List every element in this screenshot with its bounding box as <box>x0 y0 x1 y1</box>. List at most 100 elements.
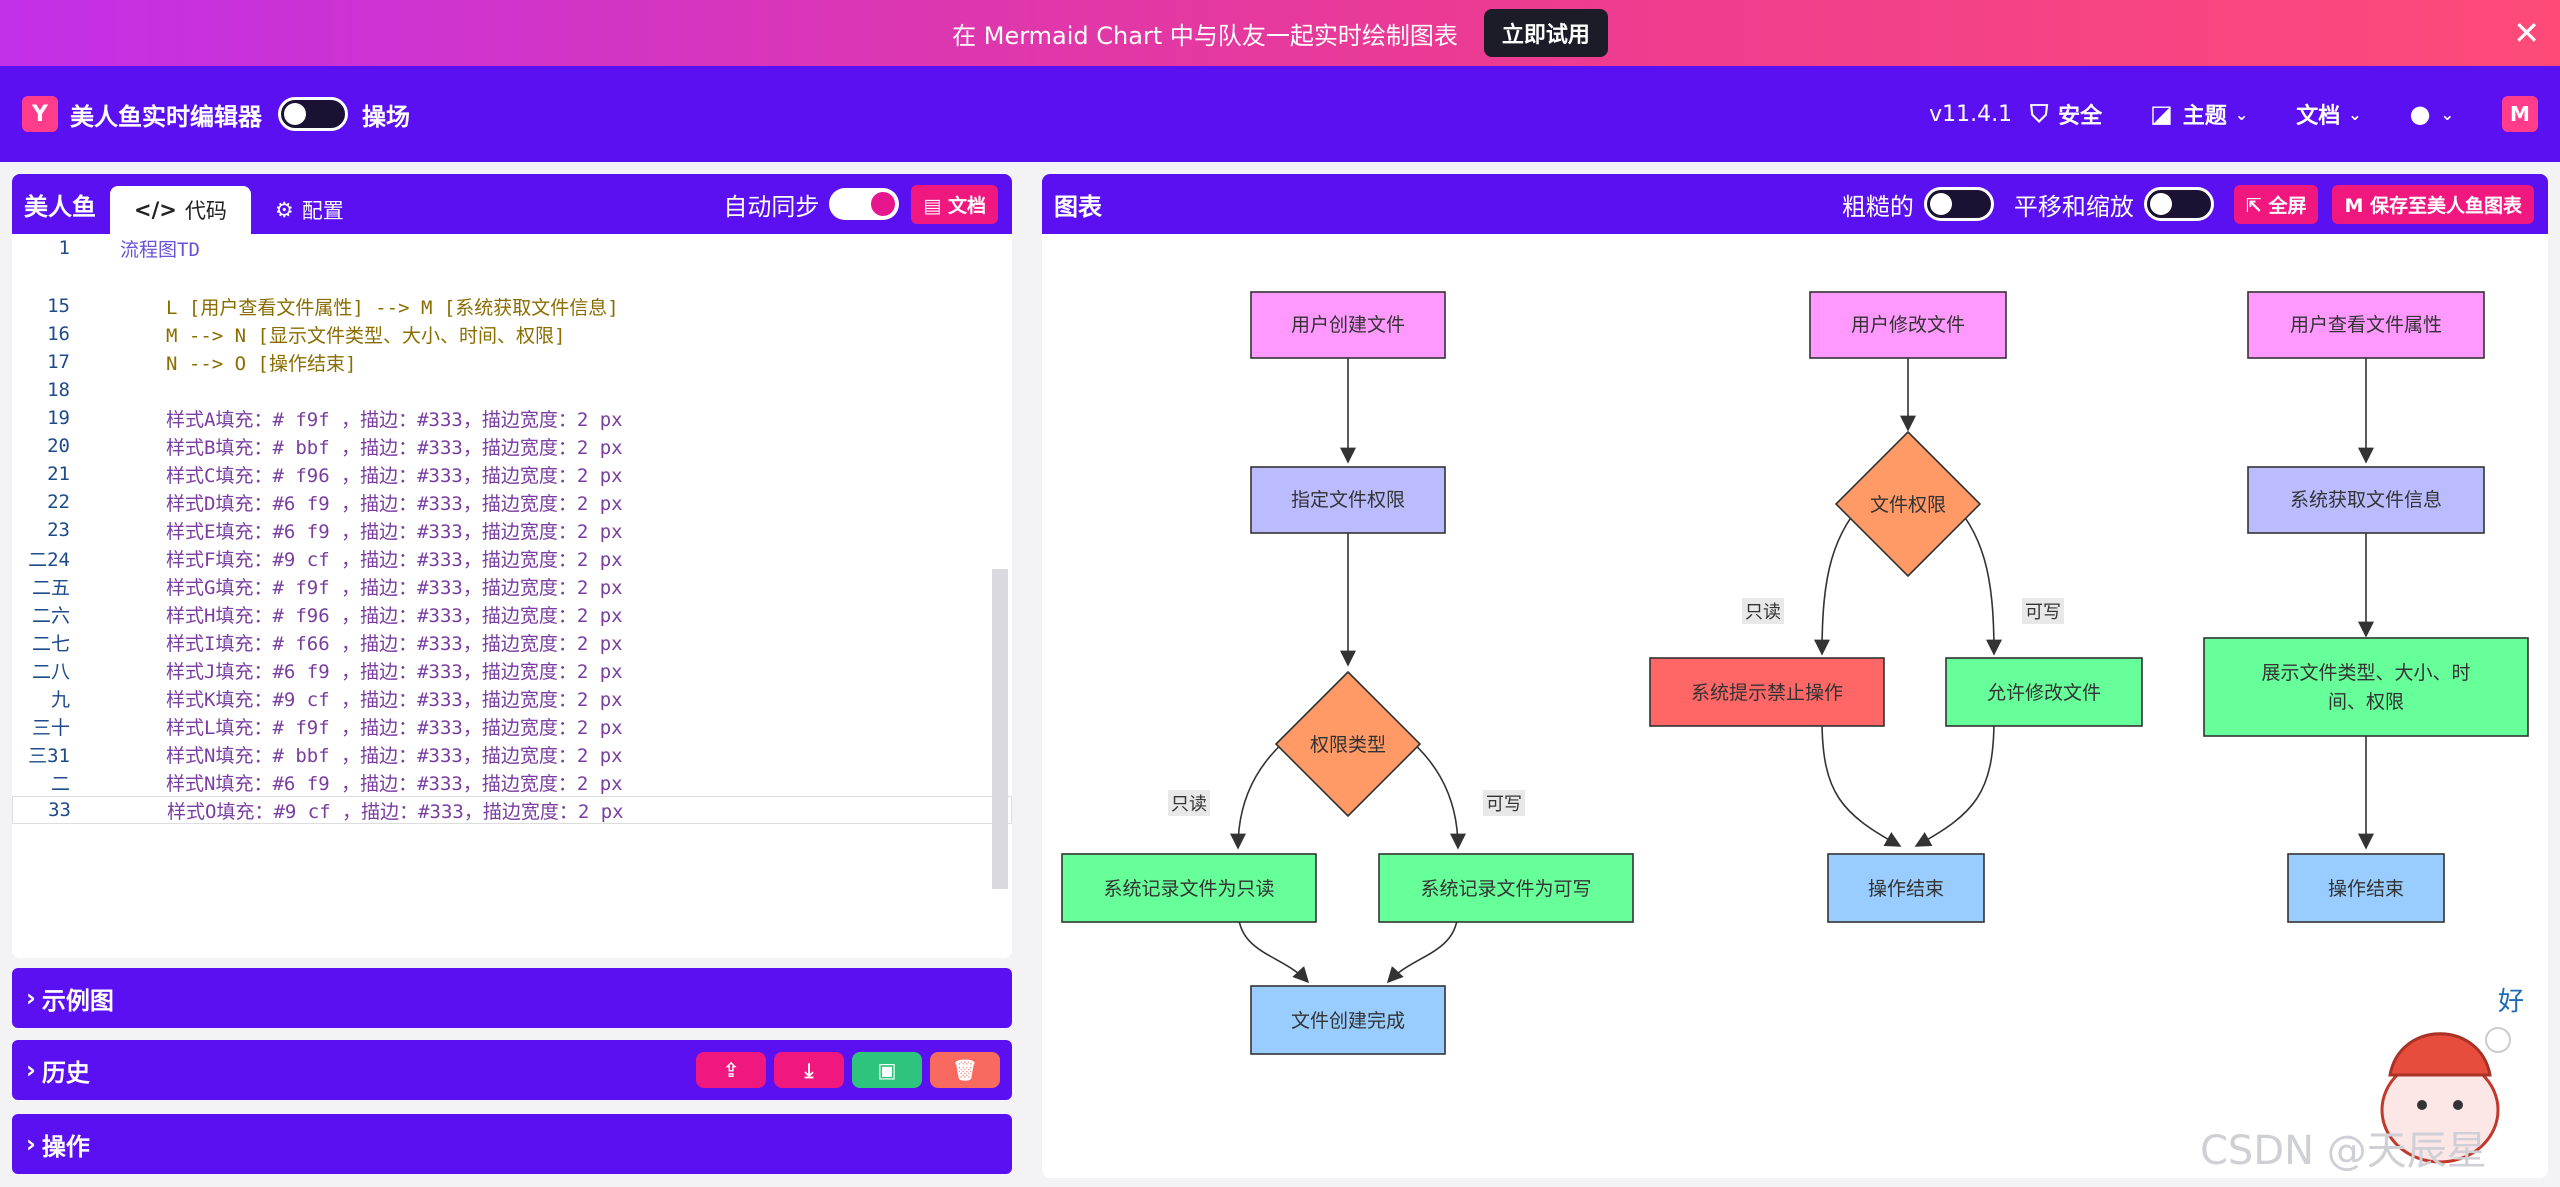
line-number: 16 <box>47 323 70 345</box>
tab-config[interactable]: ⚙配置 <box>274 198 344 223</box>
edge-label: 可写 <box>1486 794 1522 815</box>
github-menu[interactable]: ●⌄ <box>2410 100 2454 128</box>
history-panel[interactable]: › 历史 ⇪ ⤓ ▣ 🗑 <box>12 1040 1012 1100</box>
code-line[interactable]: 二七样式I填充：# f66 ，描边：#333，描边宽度：2 px <box>12 628 1012 656</box>
line-number: 二五 <box>31 576 70 599</box>
node-label: 系统提示禁止操作 <box>1691 682 1843 704</box>
gear-icon: ⚙ <box>274 198 294 222</box>
code-line[interactable]: 16 M --> N [显示文件类型、大小、时间、权限] <box>12 320 1012 348</box>
code-line[interactable]: 二五样式G填充：# f9f ，描边：#333，描边宽度：2 px <box>12 572 1012 600</box>
upload-icon: ⇪ <box>722 1058 740 1082</box>
app-title: 美人鱼实时编辑器 <box>70 102 262 131</box>
node <box>2203 637 2529 737</box>
mermaid-chart-icon: M <box>2344 194 2370 217</box>
save-icon: ▣ <box>877 1058 897 1082</box>
download-button[interactable]: ⤓ <box>774 1052 844 1088</box>
upload-button[interactable]: ⇪ <box>696 1052 766 1088</box>
mermaid-logo-icon[interactable]: Y <box>22 96 58 132</box>
line-number: 二 <box>50 772 70 795</box>
edge-label: 可写 <box>2025 602 2061 623</box>
mermaid-chart-icon[interactable]: M <box>2502 96 2538 132</box>
code-text: 样式I填充：# f66 ，描边：#333，描边宽度：2 px <box>166 632 623 655</box>
node-label: 文件权限 <box>1870 494 1946 516</box>
history-label: 历史 <box>41 1058 90 1087</box>
theme-menu[interactable]: ◪主题⌄ <box>2150 100 2249 129</box>
line-number: 33 <box>48 799 71 821</box>
code-text: L [用户查看文件属性] --> M [系统获取文件信息] <box>166 296 619 319</box>
code-text: 样式D填充：#6 f9 ，描边：#333，描边宽度：2 px <box>166 492 623 515</box>
node <box>1061 853 1317 923</box>
security-link[interactable]: ⛉安全 <box>2030 100 2103 129</box>
auto-sync-toggle[interactable] <box>829 188 900 220</box>
line-number: 1 <box>58 237 70 259</box>
code-line[interactable]: 三十样式L填充：# f9f ，描边：#333，描边宽度：2 px <box>12 712 1012 740</box>
book-icon: ▤ <box>923 194 948 217</box>
line-number: 二24 <box>28 548 70 571</box>
try-now-button[interactable]: 立即试用 <box>1483 9 1608 57</box>
code-line[interactable]: 33 样式O填充：#9 cf ，描边：#333，描边宽度：2 px <box>12 796 1012 824</box>
node-label: 操作结束 <box>2328 878 2404 900</box>
fullscreen-button[interactable]: ⇱ 全屏 <box>2233 184 2319 224</box>
editor-scrollbar[interactable] <box>992 569 1008 889</box>
code-line[interactable]: 二样式N填充：#6 f9 ，描边：#333，描边宽度：2 px <box>12 768 1012 796</box>
auto-sync: 自动同步 ▤ 文档 <box>723 184 1012 224</box>
line-number: 九 <box>50 688 70 711</box>
code-text: 样式E填充：#6 f9 ，描边：#333，描边宽度：2 px <box>166 520 623 543</box>
edge-label-bg <box>2022 598 2064 624</box>
toggle-knob <box>871 192 896 216</box>
trash-icon: 🗑 <box>952 1058 978 1082</box>
examples-panel[interactable]: › 示例图 <box>12 968 1012 1028</box>
save-history-button[interactable]: ▣ <box>852 1052 922 1088</box>
node <box>1250 466 1446 534</box>
playground-link[interactable]: 操场 <box>362 102 410 131</box>
save-to-mermaid-chart-button[interactable]: M 保存至美人鱼图表 <box>2332 184 2534 224</box>
close-icon[interactable]: ✕ <box>2513 14 2540 52</box>
code-line[interactable]: 二六样式H填充：# f96 ，描边：#333，描边宽度：2 px <box>12 600 1012 628</box>
rough-toggle[interactable] <box>1923 187 1994 221</box>
docs-menu[interactable]: 文档⌄ <box>2296 104 2362 129</box>
line-number: 二六 <box>31 604 70 627</box>
auto-sync-label: 自动同步 <box>723 192 820 221</box>
code-text: 样式B填充：# bbf ，描边：#333，描边宽度：2 px <box>166 436 623 459</box>
toggle-knob <box>2149 193 2172 215</box>
svg-text:好: 好 <box>2498 987 2524 1017</box>
code-line[interactable]: 二八样式J填充：#6 f9 ，描边：#333，描边宽度：2 px <box>12 656 1012 684</box>
edge-label-bg <box>1483 790 1525 816</box>
diagram-label: 图表 <box>1054 192 1102 221</box>
code-text: M --> N [显示文件类型、大小、时间、权限] <box>166 324 566 347</box>
docs-button[interactable]: ▤ 文档 <box>911 184 998 224</box>
flowchart[interactable]: 用户创建文件 指定文件权限 权限类型 系统记录文件为只读 系统记录文件为可写 文… <box>1042 234 2548 1178</box>
node-label: 用户创建文件 <box>1291 314 1405 336</box>
delete-history-button[interactable]: 🗑 <box>930 1052 1000 1088</box>
code-text: 样式F填充：#9 cf ，描边：#333，描边宽度：2 px <box>166 548 623 571</box>
node-label: 权限类型 <box>1310 734 1386 756</box>
code-line[interactable]: 二24 样式F填充：#9 cf ，描边：#333，描边宽度：2 px <box>12 544 1012 572</box>
dark-mode-toggle[interactable] <box>278 97 348 131</box>
pan-zoom-toggle[interactable] <box>2143 187 2214 221</box>
node <box>1274 670 1422 818</box>
edge-label-bg <box>1742 598 1784 624</box>
tab-code[interactable]: </>代码 <box>110 186 251 234</box>
code-text: 样式O填充：#9 cf ，描边：#333，描边宽度：2 px <box>167 800 624 823</box>
edge-label-bg <box>1168 790 1210 816</box>
code-line[interactable]: 18 <box>12 376 1012 404</box>
code-text: 样式J填充：#6 f9 ，描边：#333，描边宽度：2 px <box>166 660 623 683</box>
line-number: 17 <box>47 351 70 373</box>
code-line[interactable]: 九样式K填充：#9 cf ，描边：#333，描边宽度：2 px <box>12 684 1012 712</box>
pan-zoom-control: 平移和缩放 <box>2014 187 2214 222</box>
edge-label: 只读 <box>1745 602 1781 623</box>
line-number: 三十 <box>31 716 70 739</box>
actions-panel[interactable]: › 操作 <box>12 1114 1012 1174</box>
code-text: 样式N填充：# bbf ，描边：#333，描边宽度：2 px <box>166 744 623 767</box>
chevron-down-icon: ⌄ <box>2440 104 2454 124</box>
